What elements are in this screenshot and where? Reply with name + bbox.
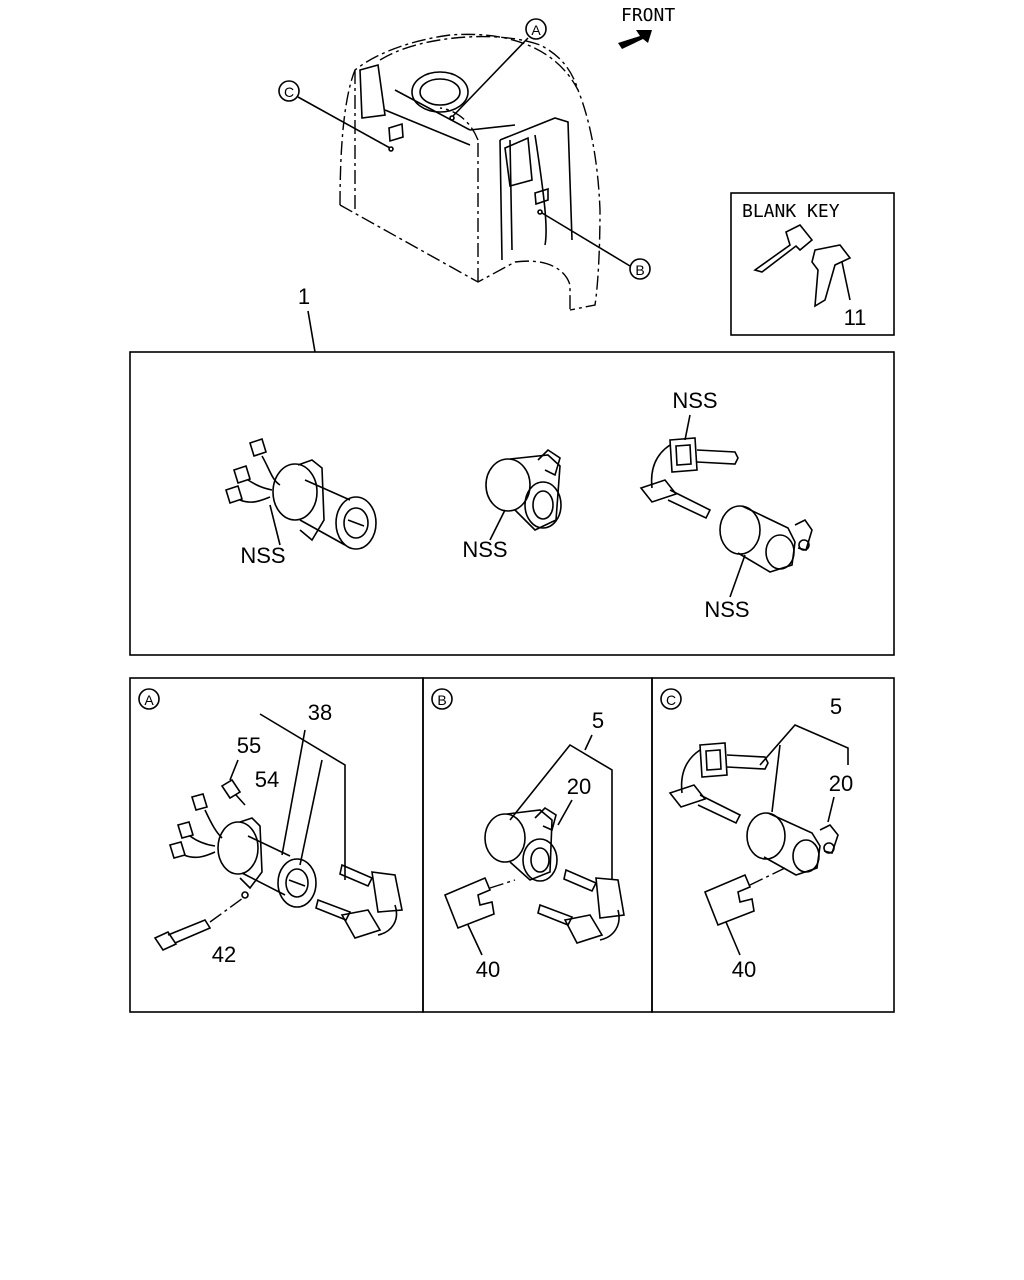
- part-1-callout: 1: [298, 284, 316, 353]
- callout-b-overview: B: [629, 258, 651, 280]
- nss-label-keys: NSS: [672, 388, 717, 413]
- front-label: FRONT: [621, 5, 675, 26]
- nss-label-door: NSS: [704, 597, 749, 622]
- ignition-switch-drawing: [225, 437, 377, 550]
- part-number-20-c: 20: [829, 771, 853, 796]
- part-number-20-b: 20: [567, 774, 591, 799]
- callout-c-overview: C: [278, 80, 300, 102]
- blank-key-icon-2: [811, 244, 852, 308]
- panel-c-letter: C: [666, 692, 676, 708]
- part-number-38: 38: [308, 700, 332, 725]
- part-number-40-c: 40: [732, 957, 756, 982]
- part-number-40-b: 40: [476, 957, 500, 982]
- cylinder-lock-drawing: [485, 448, 562, 541]
- part-number-54: 54: [255, 767, 279, 792]
- part-number-55: 55: [237, 733, 261, 758]
- callout-b-letter: B: [635, 262, 644, 278]
- callout-c-letter: C: [284, 84, 294, 100]
- detail-panel-b: B 5 20 40: [422, 677, 653, 1013]
- front-arrow-icon: [618, 30, 652, 49]
- callout-a-overview: A: [525, 18, 547, 40]
- detail-panel-a: A 38 55 54 42: [129, 677, 424, 1013]
- part-number-11: 11: [844, 305, 867, 330]
- callout-a-letter: A: [531, 22, 541, 38]
- door-lock-drawing: [719, 505, 813, 598]
- part-number-5-b: 5: [592, 708, 604, 733]
- nss-label-cylinder: NSS: [462, 537, 507, 562]
- panel-a-letter: A: [144, 692, 154, 708]
- blank-key-box: BLANK KEY 11: [730, 192, 895, 336]
- lock-kit-box: NSS NSS NSS: [129, 351, 895, 656]
- part-number-42: 42: [212, 942, 236, 967]
- panel-b-letter: B: [437, 692, 446, 708]
- cab-overview: A C B: [278, 18, 651, 311]
- detail-panel-c: C 5 20 40: [651, 677, 895, 1013]
- part-number-5-c: 5: [830, 694, 842, 719]
- part-number-1: 1: [298, 284, 310, 309]
- blank-key-title: BLANK KEY: [742, 201, 840, 222]
- front-indicator: FRONT: [618, 5, 675, 49]
- blank-key-icon: [753, 223, 814, 273]
- keys-drawing: NSS: [639, 388, 739, 520]
- nss-label-ignition: NSS: [240, 543, 285, 568]
